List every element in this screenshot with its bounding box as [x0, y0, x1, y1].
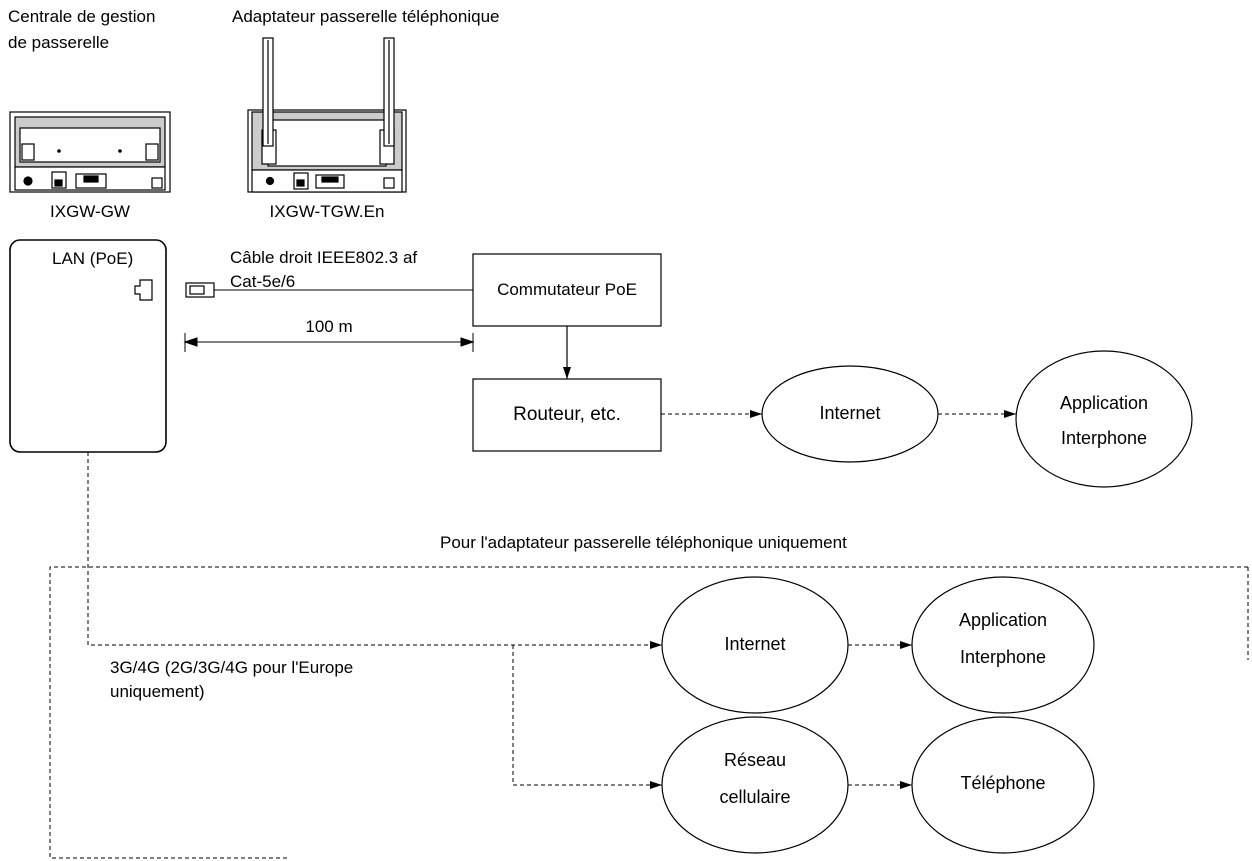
- app-top-label-line2: Interphone: [1060, 428, 1148, 448]
- distance-label: 100 m: [305, 317, 353, 336]
- cellular-connectors: [87, 452, 912, 789]
- app-top-ellipse: [1015, 350, 1193, 488]
- adaptor-device-illustration: [247, 37, 407, 193]
- telephone-ellipse: [911, 716, 1095, 854]
- internet-bottom-label: Internet: [724, 634, 786, 654]
- cable-label-line2: Cat-5e/6: [230, 272, 296, 291]
- cellular-label-line1: Réseau: [723, 750, 787, 770]
- lan-port-label: LAN (PoE): [52, 249, 134, 268]
- app-bottom-ellipse: [911, 576, 1095, 714]
- router-box: [472, 378, 662, 452]
- cellular-label-line2: cellulaire: [719, 787, 791, 807]
- cable-label-line1: Câble droit IEEE802.3 af: [230, 248, 418, 267]
- rj45-plug-icon: [185, 282, 215, 298]
- gateway-title-line2: de passerelle: [8, 33, 110, 52]
- gateway-schematic-box: [9, 239, 167, 453]
- poe-switch-label: Commutateur PoE: [497, 280, 637, 299]
- app-top-label-line1: Application: [1059, 393, 1149, 413]
- router-label: Routeur, etc.: [513, 404, 621, 425]
- adaptor-model: IXGW-TGW.En: [269, 202, 385, 221]
- cellular-ellipse: [661, 716, 849, 854]
- telephone-label: Téléphone: [960, 773, 1046, 793]
- network-type-line1: 3G/4G (2G/3G/4G pour l'Europe: [110, 658, 354, 677]
- network-type-line2: uniquement): [110, 682, 205, 701]
- gateway-title-line1: Centrale de gestion: [8, 7, 156, 26]
- cellular-section-frame: [49, 566, 1249, 859]
- app-bottom-label-line1: Application: [958, 610, 1048, 630]
- cellular-section-title: Pour l'adaptateur passerelle téléphoniqu…: [440, 533, 847, 552]
- internet-bottom-ellipse: [661, 576, 849, 714]
- gateway-model: IXGW-GW: [50, 202, 130, 221]
- distance-dimension: [183, 333, 475, 352]
- gateway-device-illustration: [9, 111, 171, 193]
- adaptor-title: Adaptateur passerelle téléphonique: [232, 7, 500, 26]
- lan-port-icon: [134, 279, 153, 301]
- internet-top-label: Internet: [819, 403, 881, 423]
- poe-switch-box: [472, 253, 662, 327]
- app-bottom-label-line2: Interphone: [959, 647, 1047, 667]
